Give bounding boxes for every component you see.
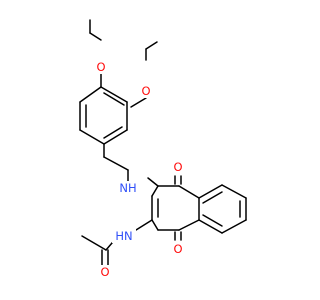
bond-benz-7 <box>221 219 247 234</box>
bond-benz-4 <box>198 184 223 199</box>
bond-benz-5 <box>221 184 247 199</box>
ether-oxygen-right-label: O <box>141 84 150 98</box>
amide-nh-label: HN <box>115 229 132 243</box>
bond-ethyl-top-ch2 <box>89 32 102 41</box>
bond-ring1-a <box>100 86 128 103</box>
amine-nh-label: NH <box>119 181 136 195</box>
bond-q-1 <box>151 185 159 197</box>
bond-benz-3 <box>178 219 200 231</box>
atom-labels: O O NH HN O O O <box>94 60 185 279</box>
bond-linker-2 <box>103 156 129 171</box>
bond-q-3 <box>151 219 159 231</box>
bond-benz-8 <box>198 219 223 234</box>
structure-diagram: O O NH HN O O O <box>79 19 247 279</box>
ether-oxygen-top-label: O <box>96 60 105 74</box>
quinone-oxygen-top-label: O <box>173 160 182 174</box>
bond-benz-4-inner <box>202 191 223 204</box>
bond-amide-methyl <box>81 235 107 251</box>
quinone-oxygen-bottom-label: O <box>173 242 182 256</box>
bond-ring1-c <box>103 129 128 145</box>
bond-q-nh-amide <box>135 219 153 231</box>
bond-benz-8-inner <box>202 214 223 227</box>
bond-ring1-d <box>79 129 105 145</box>
bond-ring1-c-inner <box>103 126 123 139</box>
bonds <box>79 19 247 266</box>
bond-ring1-f <box>79 86 102 103</box>
bond-ethyl-right-ch3 <box>145 41 158 50</box>
bond-o-right-ring <box>130 97 147 108</box>
bond-benz-1 <box>178 185 200 199</box>
bond-ring1-a-inner <box>103 92 125 106</box>
bond-nh-quinone <box>147 177 159 187</box>
carbonyl-oxygen-label: O <box>100 265 109 279</box>
